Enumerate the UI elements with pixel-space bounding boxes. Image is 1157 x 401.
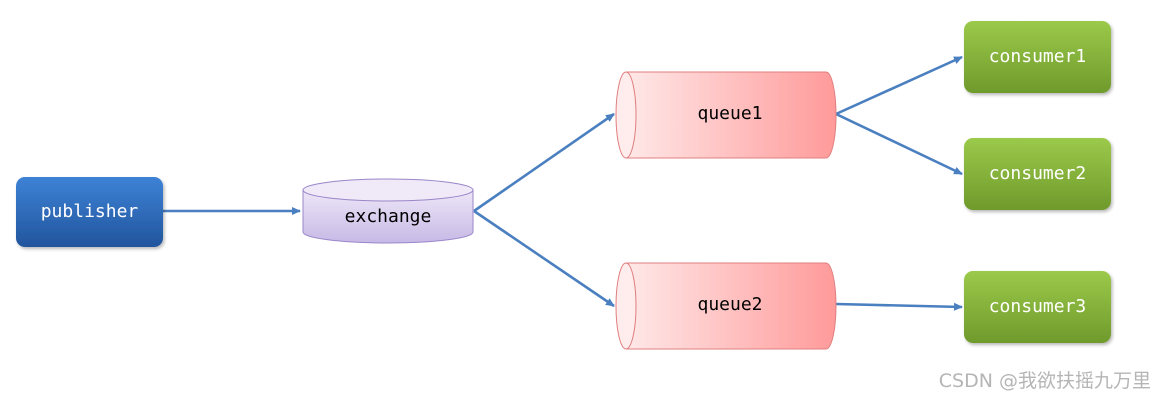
exchange-node: exchange (302, 178, 474, 244)
arrow-exchange-queue2 (473, 209, 615, 308)
arrow-exchange-queue1 (473, 112, 615, 213)
exchange-label: exchange (345, 206, 432, 227)
consumer3-node: consumer3 (964, 271, 1111, 343)
publisher-node: publisher (16, 177, 163, 247)
consumer2-node: consumer2 (964, 138, 1111, 210)
queue1-label: queue1 (697, 103, 762, 124)
queue2-label: queue2 (697, 294, 762, 315)
consumer2-label: consumer2 (989, 163, 1087, 184)
consumer3-label: consumer3 (989, 296, 1087, 317)
arrow-queue1-consumer2 (835, 112, 963, 176)
consumer1-label: consumer1 (989, 46, 1087, 67)
arrow-queue2-consumer3 (835, 302, 963, 311)
publisher-label: publisher (41, 201, 139, 222)
queue1-node: queue1 (615, 71, 837, 159)
consumer1-node: consumer1 (964, 21, 1111, 93)
arrow-queue1-consumer1 (835, 55, 963, 116)
queue2-node: queue2 (615, 262, 837, 350)
watermark: CSDN @我欲扶摇九万里 (938, 370, 1151, 392)
